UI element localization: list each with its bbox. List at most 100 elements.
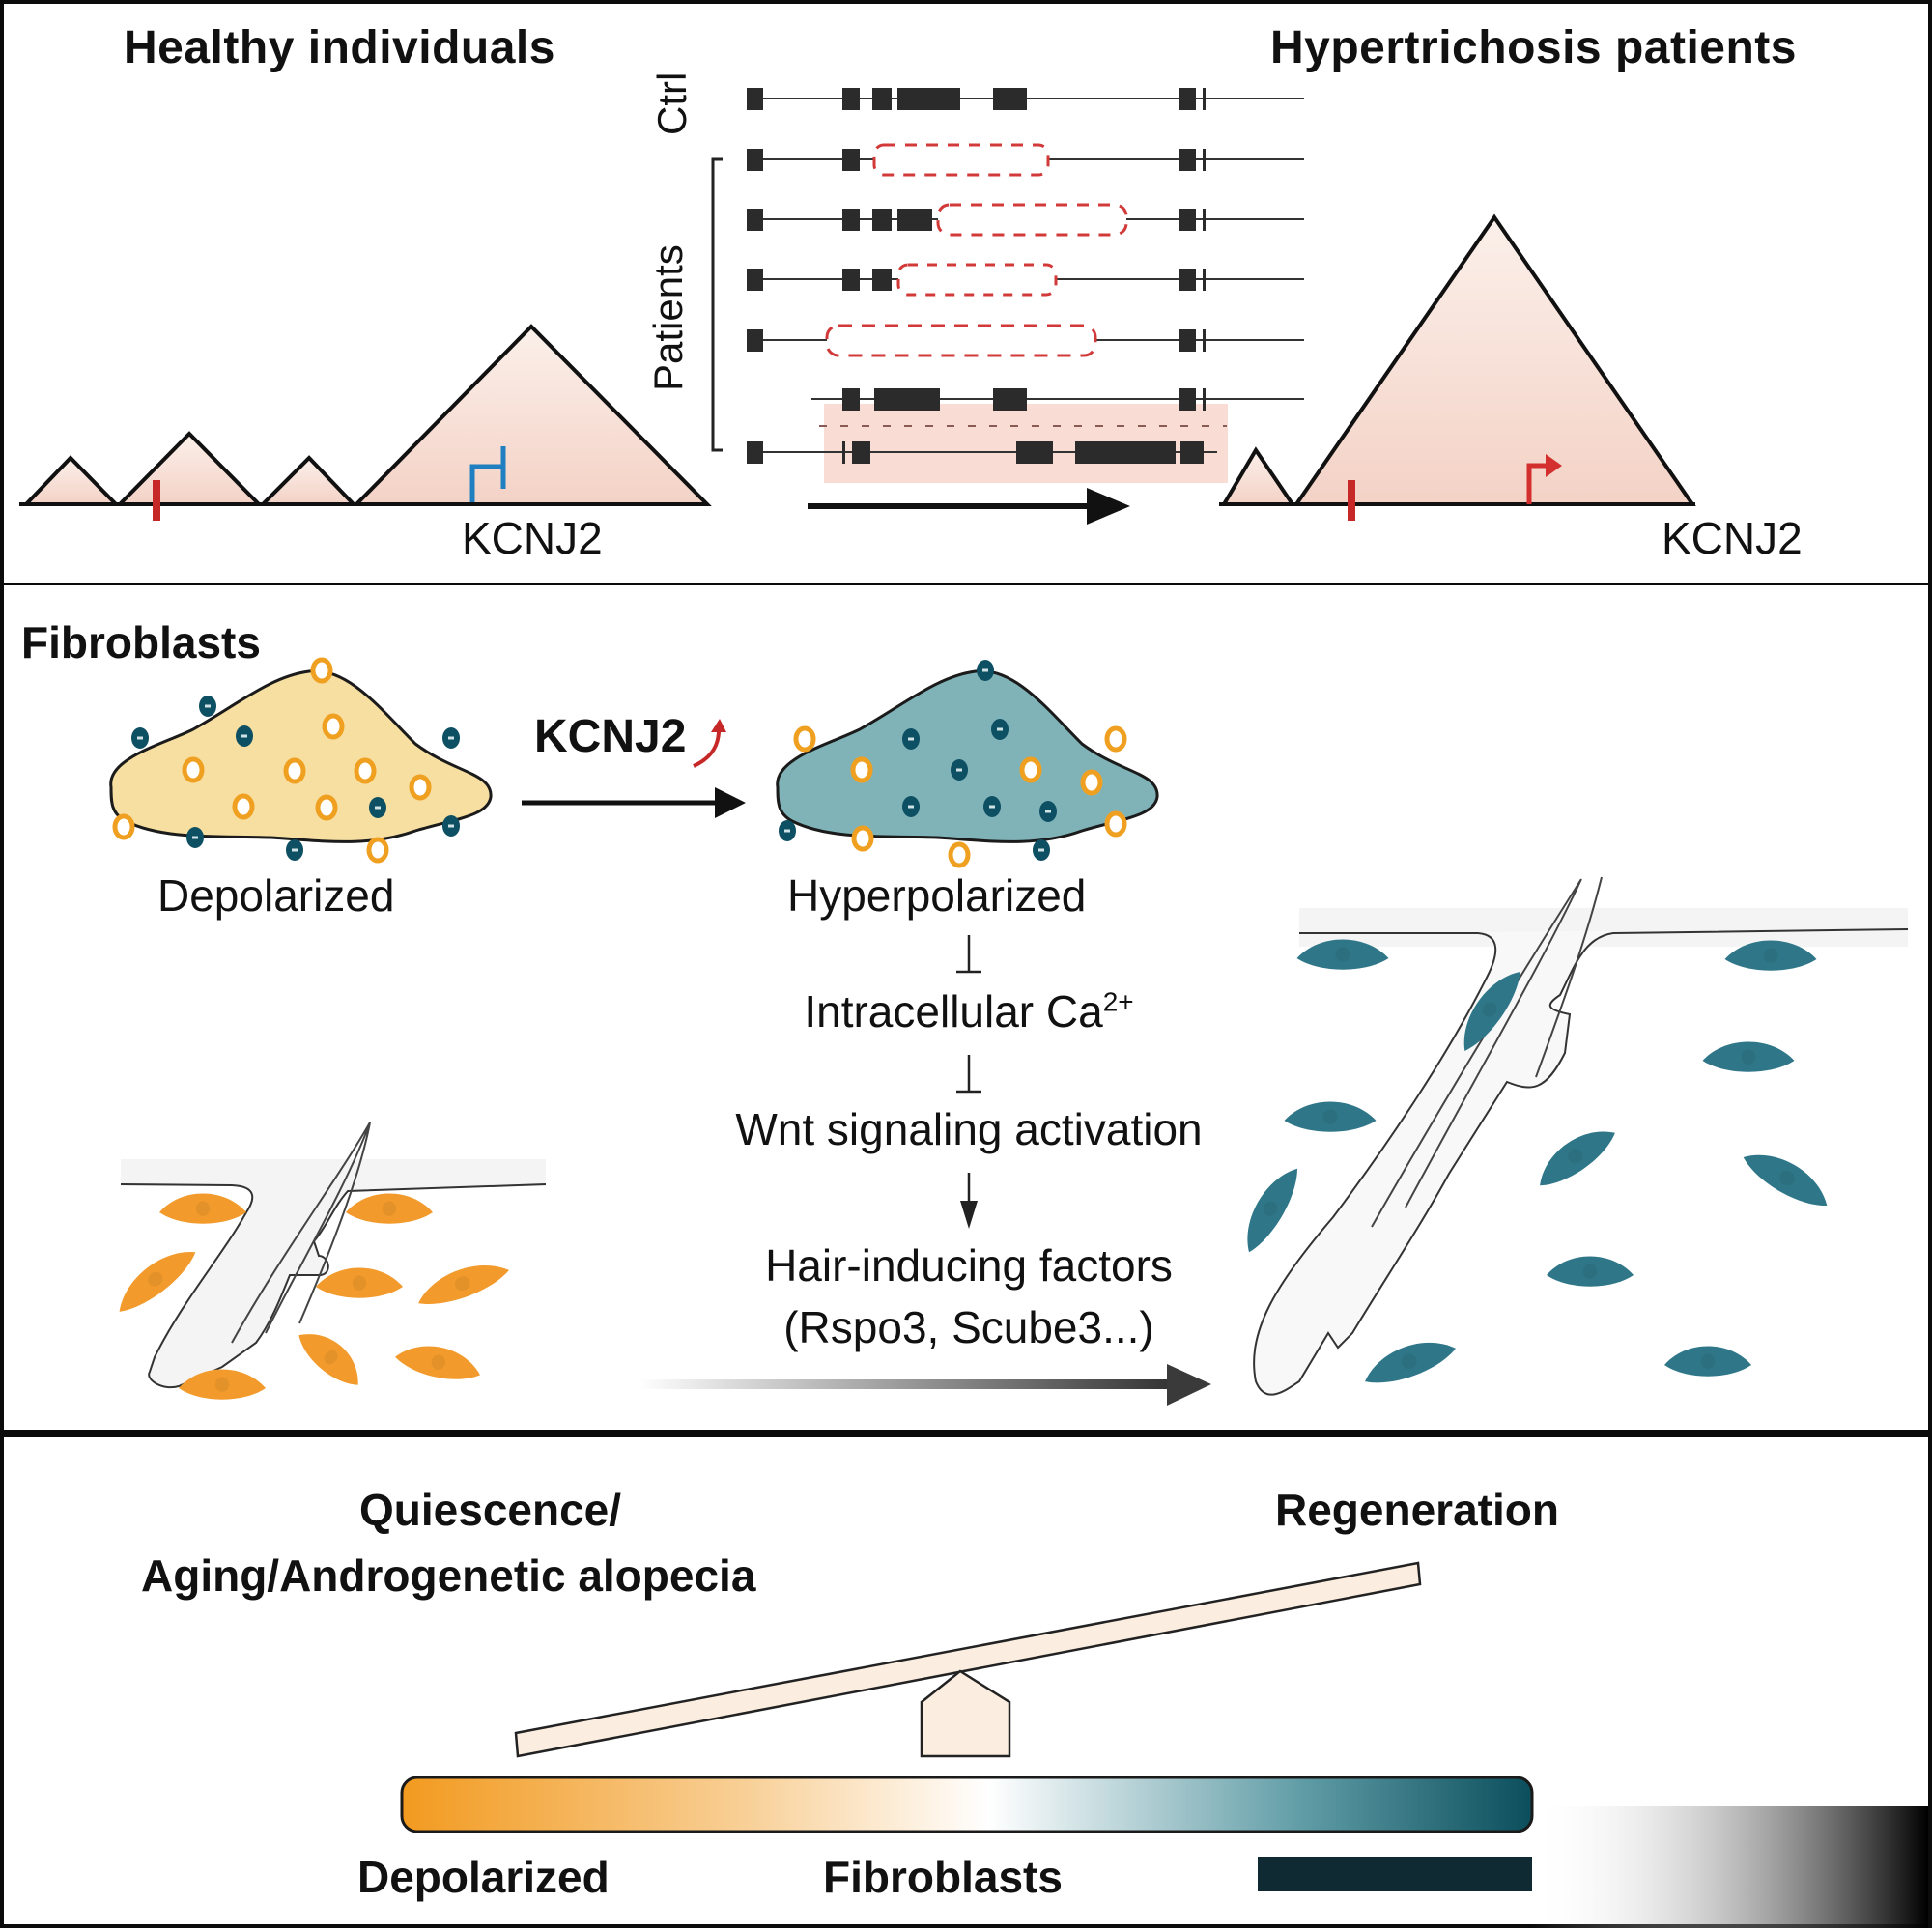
panel-divider <box>0 1434 1932 1439</box>
cation-icon <box>182 756 205 783</box>
repressed-promoter-icon <box>469 446 506 502</box>
anion-charge-mark <box>1045 810 1051 813</box>
anion-charge-mark <box>292 848 298 852</box>
track-row-patient <box>747 441 1217 464</box>
epidermis <box>1299 908 1908 947</box>
fibroblast-cell <box>1540 1131 1615 1186</box>
healthy-title: Healthy individuals <box>124 22 555 73</box>
anion-charge-mark <box>908 805 914 809</box>
transition-arrowhead <box>1087 488 1130 525</box>
enhancer-mark <box>1348 480 1355 521</box>
anion-charge-mark <box>137 736 143 740</box>
kcnj2-arrowhead <box>715 787 746 818</box>
cation-icon <box>851 825 874 852</box>
cation-icon <box>1104 810 1127 838</box>
anion-charge-mark <box>1038 848 1044 852</box>
seesaw-fulcrum <box>920 1669 1011 1758</box>
pathway-step-calcium: Intracellular Ca2+ <box>0 985 1932 1037</box>
depolarized-label: Depolarized <box>157 870 395 921</box>
deletion-box <box>872 143 1050 177</box>
seesaw-beam <box>514 1561 1422 1758</box>
cation-icon <box>354 757 377 784</box>
enhancer-mark <box>153 480 160 521</box>
cation-icon <box>793 725 816 753</box>
ion-layer <box>112 657 1127 868</box>
track-row-patient <box>747 263 1304 297</box>
fibroblast-cell <box>1743 1154 1828 1207</box>
healthy-skin-illustration <box>120 1122 547 1389</box>
fibroblast-cell <box>346 1193 433 1224</box>
patients-bracket <box>711 157 723 452</box>
fibroblast-cell <box>159 1193 246 1224</box>
fibroblast-cell <box>1247 1168 1297 1253</box>
anion-charge-mark <box>784 829 790 833</box>
fibroblast-cell <box>1724 940 1817 971</box>
anion-charge-mark <box>997 727 1003 731</box>
scale-bar-shadow <box>1258 1857 1532 1891</box>
cation-icon <box>232 793 255 820</box>
upregulation-arrowhead <box>711 719 726 732</box>
anion-charge-mark <box>205 704 211 708</box>
anion-charge-mark <box>448 736 454 740</box>
track-row-patient <box>747 143 1304 177</box>
patient-gene-label: KCNJ2 <box>1662 513 1803 563</box>
regeneration-label: Regeneration <box>1275 1485 1559 1535</box>
fibroblast-cell <box>394 1346 481 1379</box>
hyperpolarized-label: Hyperpolarized <box>787 870 1087 921</box>
anion-charge-mark <box>956 768 962 772</box>
anion-charge-mark <box>448 824 454 828</box>
fibroblast-cell <box>179 1369 266 1400</box>
patients-title: Hypertrichosis patients <box>1270 22 1797 73</box>
healthy-gene-label: KCNJ2 <box>462 513 603 563</box>
cation-icon <box>850 756 873 783</box>
anion-charge-mark <box>908 737 914 741</box>
fibroblast-cell <box>119 1252 196 1312</box>
track-row-ctrl <box>747 88 1304 110</box>
pathway-step-wnt: Wnt signaling activation <box>735 1104 1203 1154</box>
calcium-charge: 2+ <box>1102 986 1134 1017</box>
regeneration-arrowhead <box>1167 1364 1211 1406</box>
cation-icon <box>948 841 971 868</box>
quiescence-label-line1: Quiescence/ <box>359 1485 622 1535</box>
cation-icon <box>310 657 333 684</box>
kcnj2-arrow-label: KCNJ2 <box>534 711 687 762</box>
fibroblast-cell <box>1664 1346 1751 1377</box>
fibroblast-cell <box>316 1267 403 1298</box>
track-row-patient <box>747 203 1304 237</box>
regenerated-skin-illustration <box>1253 876 1909 1396</box>
fibroblast-cell <box>418 1265 509 1304</box>
cation-icon <box>366 837 389 864</box>
gene-tracks <box>711 88 1304 525</box>
deletion-box <box>896 263 1058 297</box>
pathway-step-factor-examples: (Rspo3, Scube3...) <box>783 1302 1154 1352</box>
corner-artifact <box>1532 1806 1928 1928</box>
fibroblast-cell <box>1284 1101 1377 1132</box>
deletion-box <box>936 203 1128 237</box>
cation-icon <box>315 794 338 821</box>
anion-charge-mark <box>989 805 995 809</box>
cation-icon <box>1104 725 1127 753</box>
deletion-box <box>825 324 1097 357</box>
fibroblast-cell <box>1547 1256 1634 1287</box>
anion-charge-mark <box>192 836 198 839</box>
fibroblast-diagram <box>109 657 1909 1406</box>
cation-icon <box>283 757 306 784</box>
pathway-step-factors: Hair-inducing factors <box>765 1240 1173 1291</box>
anion-charge-mark <box>982 668 988 672</box>
healthy-tads <box>19 324 712 521</box>
polarization-scale-bar <box>400 1776 1534 1833</box>
track-row-patient <box>811 388 1304 427</box>
regeneration-arrow <box>638 1379 1174 1389</box>
fibroblast-cell <box>1365 1342 1456 1383</box>
fibroblast-cell <box>298 1334 358 1385</box>
quiescence-label-line2: Aging/Androgenetic alopecia <box>141 1550 756 1601</box>
scale-left-label: Depolarized <box>357 1852 610 1902</box>
pathway-links <box>956 935 981 1229</box>
anion-charge-mark <box>242 734 247 738</box>
cation-icon <box>112 813 135 840</box>
cation-icon <box>322 713 345 740</box>
cation-icon <box>1080 769 1103 796</box>
genomic-diagram <box>19 88 1696 525</box>
